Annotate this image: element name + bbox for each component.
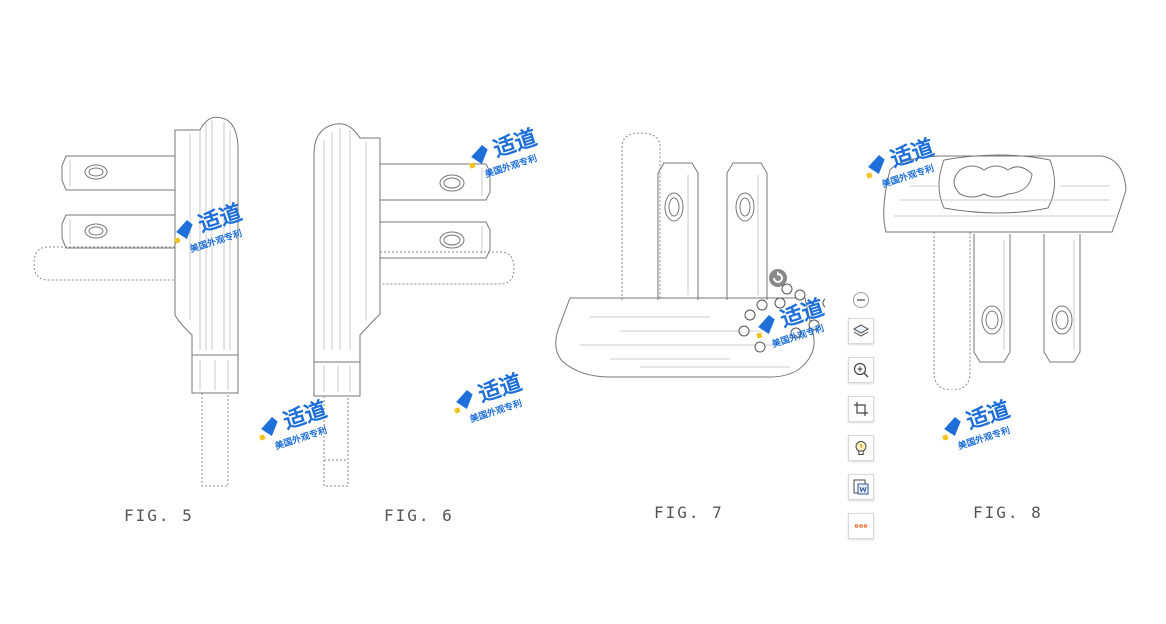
figure-6: FIG. 6 [300, 110, 530, 525]
zoom-in-button[interactable] [848, 357, 874, 383]
layers-icon [852, 324, 870, 337]
zoom-in-icon [853, 362, 869, 378]
idea-button[interactable] [848, 435, 874, 461]
collapse-toolbar-button[interactable] [852, 291, 870, 309]
watermark-logo: 适道 美国外观专利 [469, 125, 540, 180]
layers-button[interactable] [848, 318, 874, 344]
rotate-handle[interactable] [768, 268, 788, 292]
figure-5-drawing [33, 116, 239, 487]
figure-8-drawing [883, 154, 1127, 390]
figure-5-label: FIG. 5 [124, 506, 194, 525]
crop-button[interactable] [848, 396, 874, 422]
figure-5: FIG. 5 [30, 110, 270, 525]
figure-7: FIG. 7 [550, 125, 825, 525]
watermark-logo: 适道 美国外观专利 [942, 397, 1013, 452]
figure-6-label: FIG. 6 [384, 506, 454, 525]
crop-icon [854, 402, 868, 416]
convert-to-word-button[interactable] [848, 474, 874, 500]
lightbulb-icon [855, 441, 867, 455]
rotate-icon [769, 269, 787, 287]
more-dots-icon [854, 524, 868, 528]
watermark-logo: 适道 美国外观专利 [259, 397, 330, 452]
figure-8: FIG. 8 [880, 150, 1140, 530]
figure-7-label: FIG. 7 [654, 503, 724, 522]
word-doc-icon [853, 479, 869, 495]
watermark-logo: 适道 美国外观专利 [174, 200, 245, 255]
figure-6-drawing [313, 123, 515, 487]
minus-circle-icon [853, 292, 869, 308]
figure-8-label: FIG. 8 [973, 503, 1043, 522]
watermark-logo-selected[interactable]: 适道 美国外观专利 [752, 290, 847, 350]
more-options-button[interactable] [848, 513, 874, 539]
watermark-logo: 适道 美国外观专利 [454, 370, 525, 425]
watermark-logo: 适道 美国外观专利 [866, 135, 937, 190]
figure-7-drawing [555, 132, 825, 378]
